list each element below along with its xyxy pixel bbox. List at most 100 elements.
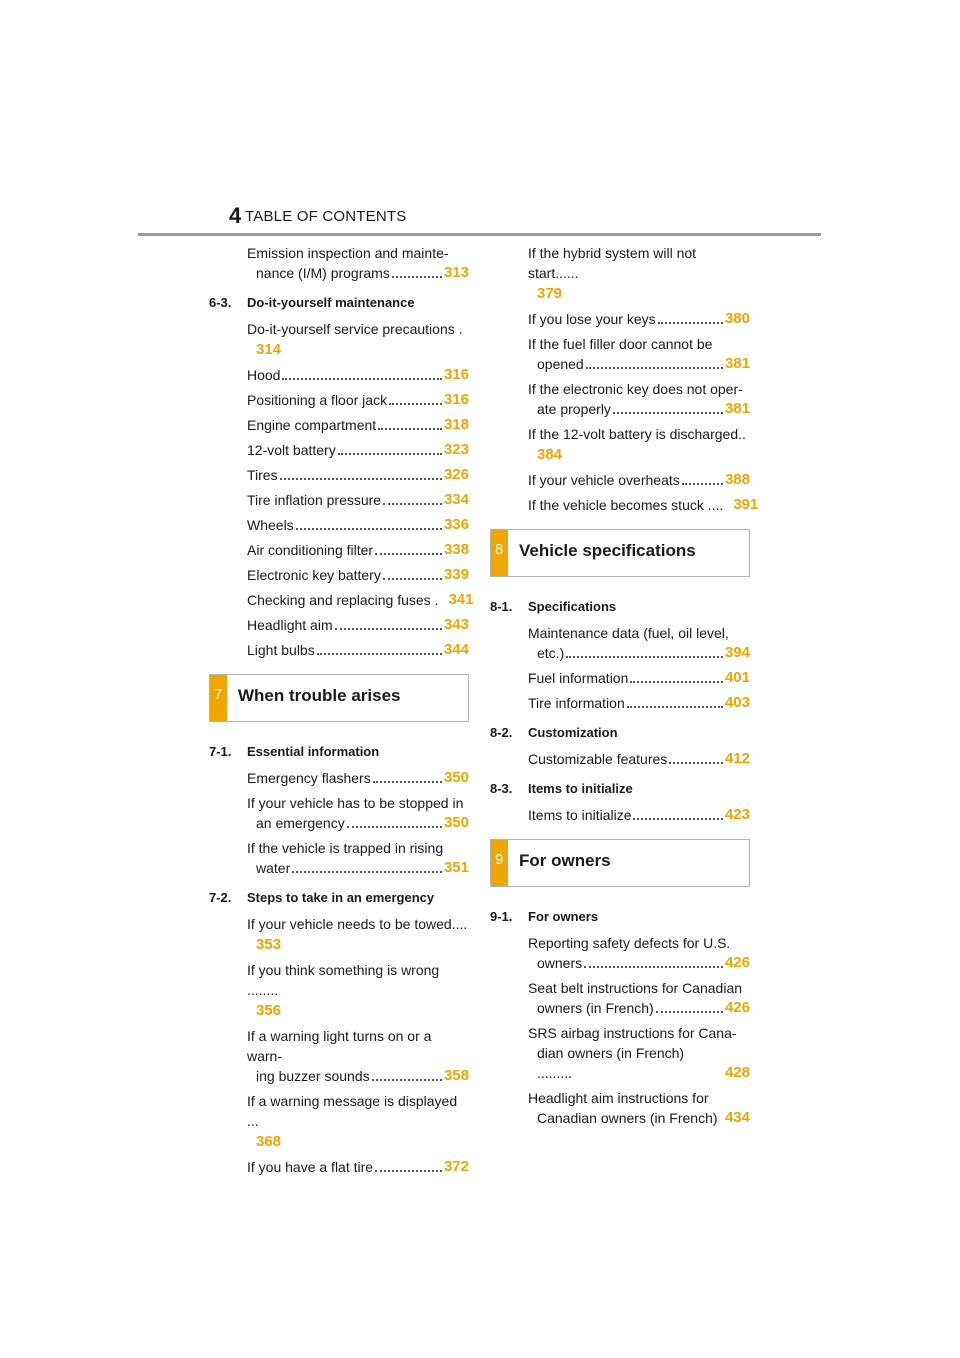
toc-page-number: 313 — [443, 264, 469, 281]
toc-page-number: 394 — [724, 644, 750, 661]
section-heading-8-2: 8-2. Customization — [490, 723, 750, 743]
toc-entry[interactable]: Maintenance data (fuel, oil level, etc.)… — [490, 623, 750, 663]
toc-entry[interactable]: If your vehicle needs to be towed.... 35… — [209, 914, 469, 955]
toc-entry-label: If you think something is wrong ........ — [247, 962, 440, 998]
toc-entry-label: If a warning light turns on or a warn- — [247, 1028, 432, 1064]
toc-page-number: 353 — [256, 936, 282, 953]
chapter-title: For owners — [519, 851, 611, 870]
toc-entry[interactable]: If your vehicle has to be stopped in an … — [209, 793, 469, 833]
section-name: Essential information — [247, 744, 380, 759]
dot-leader — [282, 378, 442, 380]
toc-entry[interactable]: Headlight aim 343 — [209, 615, 469, 635]
toc-entry[interactable]: Emission inspection and mainte- nance (I… — [209, 243, 469, 283]
toc-entry-label: Electronic key battery — [247, 567, 381, 583]
toc-page-number: 391 — [733, 496, 759, 513]
toc-page-number: 343 — [443, 616, 469, 633]
toc-page-number: 351 — [443, 859, 469, 876]
toc-entry[interactable]: Do-it-yourself service precautions . 314 — [209, 319, 469, 360]
toc-entry-label: If the 12-volt battery is discharged.. — [528, 426, 746, 442]
toc-entry-label: Maintenance data (fuel, oil level, — [528, 625, 729, 641]
toc-entry[interactable]: SRS airbag instructions for Cana- dian o… — [490, 1023, 750, 1083]
chapter-box-7[interactable]: 7 When trouble arises — [209, 674, 469, 722]
section-heading-7-1: 7-1. Essential information — [209, 742, 469, 762]
toc-entry[interactable]: If the vehicle is trapped in rising wate… — [209, 838, 469, 878]
toc-page-number: 318 — [443, 416, 469, 433]
chapter-number: 8 — [495, 541, 504, 558]
toc-entry[interactable]: If the vehicle becomes stuck ....391 — [490, 495, 758, 515]
toc-entry[interactable]: Checking and replacing fuses . 341 — [209, 590, 473, 610]
toc-entry[interactable]: If a warning light turns on or a warn- i… — [209, 1026, 469, 1086]
toc-entry[interactable]: Engine compartment 318 — [209, 415, 469, 435]
toc-page-number: 316 — [443, 391, 469, 408]
dot-leader — [657, 322, 723, 324]
toc-entry[interactable]: If your vehicle overheats 388 — [490, 470, 750, 490]
chapter-box-8[interactable]: 8 Vehicle specifications — [490, 529, 750, 577]
chapter-number: 9 — [495, 851, 504, 868]
chapter-box-9[interactable]: 9 For owners — [490, 839, 750, 887]
dot-leader — [337, 453, 442, 455]
toc-page-number: 388 — [724, 471, 750, 488]
toc-page-number: 426 — [724, 954, 750, 971]
toc-page-number: 428 — [724, 1064, 750, 1081]
dot-leader — [626, 706, 723, 708]
toc-entry[interactable]: If the fuel filler door cannot be opened… — [490, 334, 750, 374]
dot-leader — [383, 503, 442, 505]
toc-entry[interactable]: If you think something is wrong ........… — [209, 960, 469, 1021]
page-number: 4 — [229, 203, 242, 228]
toc-entry-label: ing buzzer sounds — [256, 1068, 370, 1084]
toc-entry[interactable]: Headlight aim instructions for Canadian … — [490, 1088, 750, 1128]
section-name: Customization — [528, 725, 618, 740]
toc-entry[interactable]: If the electronic key does not oper- ate… — [490, 379, 750, 419]
toc-entry-label: Do-it-yourself service precautions . — [247, 321, 463, 337]
toc-entry-label: owners (in French) — [537, 1000, 654, 1016]
toc-entry-label: If your vehicle has to be stopped in — [247, 795, 464, 811]
toc-entry[interactable]: Reporting safety defects for U.S. owners… — [490, 933, 750, 973]
dot-leader — [378, 428, 442, 430]
toc-entry[interactable]: Seat belt instructions for Canadian owne… — [490, 978, 750, 1018]
toc-entry-label: Engine compartment — [247, 417, 377, 433]
toc-page-number: 326 — [443, 466, 469, 483]
dot-leader — [292, 871, 442, 873]
chapter-tab: 7 — [210, 675, 227, 721]
toc-entry[interactable]: If a warning message is displayed ... 36… — [209, 1091, 469, 1152]
toc-entry-label: Tires — [247, 467, 278, 483]
toc-page-number: 401 — [724, 669, 750, 686]
toc-entry[interactable]: Tires 326 — [209, 465, 469, 485]
section-number: 9-1. — [490, 909, 513, 924]
toc-entry-label: If you have a flat tire — [247, 1159, 374, 1175]
dot-leader — [585, 367, 723, 369]
toc-page-number: 381 — [724, 355, 750, 372]
dot-leader — [279, 478, 442, 480]
toc-entry-label: If your vehicle overheats — [528, 472, 680, 488]
section-name: Specifications — [528, 599, 617, 614]
section-name: For owners — [528, 909, 599, 924]
toc-entry-label: nance (I/M) programs — [256, 265, 390, 281]
toc-entry[interactable]: If the hybrid system will not start.....… — [490, 243, 750, 304]
toc-entry-label: Checking and replacing fuses . — [247, 592, 439, 608]
dot-leader — [371, 1079, 442, 1081]
section-heading-6-3: 6-3. Do-it-yourself maintenance — [209, 293, 469, 313]
dot-leader — [566, 656, 723, 658]
toc-entry-label: Headlight aim — [247, 617, 333, 633]
toc-page-number: 384 — [537, 446, 563, 463]
toc-page-number: 341 — [448, 591, 474, 608]
toc-page-number: 336 — [443, 516, 469, 533]
toc-entry[interactable]: If the 12-volt battery is discharged.. 3… — [490, 424, 750, 465]
dot-leader — [334, 628, 442, 630]
toc-page-number: 403 — [724, 694, 750, 711]
